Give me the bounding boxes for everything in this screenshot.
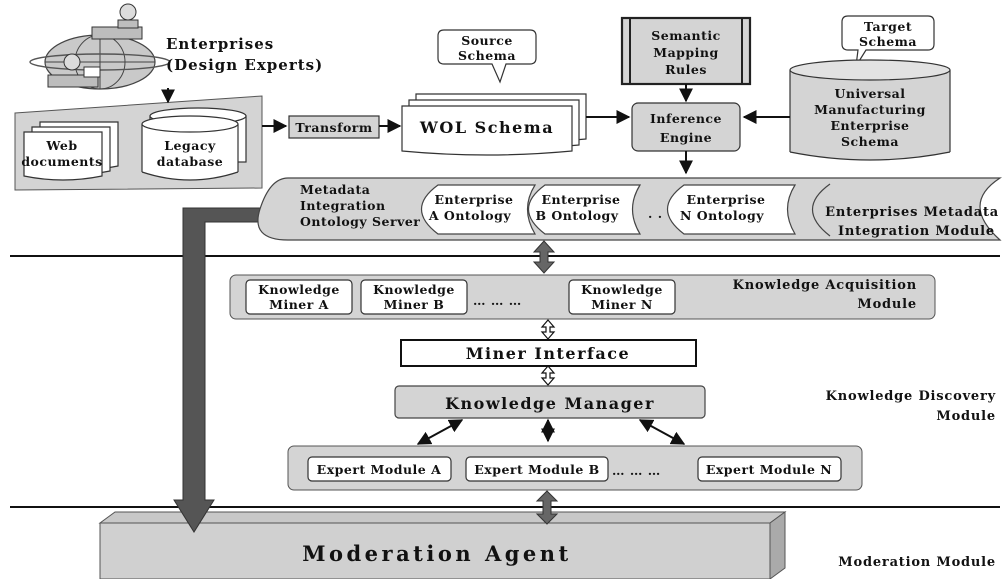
enterprises-label-line1: Enterprises [166, 35, 274, 53]
expert-dots: … … … [612, 463, 661, 478]
inference-engine-line2: Engine [660, 130, 712, 145]
miner-interface-label: Miner Interface [466, 344, 630, 363]
metadata-to-acquisition-double-arrow [532, 240, 556, 274]
enterprises-globe-icon [29, 3, 171, 90]
wol-schema-label: WOL Schema [419, 118, 554, 137]
module-label-metadata-line1: Enterprises Metadata [825, 205, 999, 220]
legacy-database-line2: database [157, 154, 224, 169]
transform-box: Transform [288, 115, 380, 139]
module-label-moderation: Moderation Module [838, 555, 996, 570]
universal-schema-cylinder: Universal Manufacturing Enterprise Schem… [789, 59, 951, 161]
web-documents-line1: Web [45, 138, 77, 153]
miner-b-line2: Miner B [384, 297, 445, 312]
knowledge-manager: Knowledge Manager [394, 385, 706, 419]
legacy-database: Legacy database [141, 107, 247, 181]
source-schema-callout: Source Schema [437, 29, 537, 84]
module-label-acquisition-line2: Module [857, 297, 917, 312]
web-documents: Web documents [21, 121, 119, 181]
target-schema-line1: Target [864, 19, 912, 34]
moderation-agent: Moderation Agent [98, 511, 787, 579]
enterprise-to-moderation-arrow [173, 196, 289, 533]
inference-engine: Inference Engine [631, 102, 741, 152]
ontology-end-curve [812, 183, 831, 237]
knowledge-miner-b: Knowledge Miner B [360, 279, 468, 315]
moderation-agent-label: Moderation Agent [302, 541, 572, 566]
transform-label: Transform [295, 120, 372, 135]
module-label-discovery-line2: Module [936, 409, 996, 424]
metadata-server-line3: Ontology Server [300, 214, 420, 229]
ontology-n: Enterprise N Ontology [667, 184, 797, 235]
module-label-metadata-line2: Integration Module [838, 224, 995, 239]
expert-module-a: Expert Module A [307, 456, 452, 482]
interface-to-manager-double-arrow [540, 365, 556, 386]
ontology-a: Enterprise A Ontology [421, 184, 537, 235]
semantic-mapping-line3: Rules [665, 62, 707, 77]
acquisition-to-interface-double-arrow [540, 319, 556, 340]
knowledge-miner-a: Knowledge Miner A [245, 279, 353, 315]
miner-n-line2: Miner N [591, 297, 653, 312]
expert-module-n: Expert Module N [697, 456, 842, 482]
module-label-discovery-line1: Knowledge Discovery [826, 389, 996, 404]
expert-module-b-label: Expert Module B [474, 462, 600, 477]
source-schema-line2: Schema [458, 48, 516, 63]
ontology-b-line2: B Ontology [535, 208, 618, 223]
miner-a-line2: Miner A [269, 297, 329, 312]
metadata-server-line2: Integration [300, 198, 386, 213]
manager-expert-a-arrow [416, 419, 464, 445]
module-label-acquisition-line1: Knowledge Acquisition [733, 278, 917, 293]
ontology-n-line1: Enterprise [687, 192, 766, 207]
universal-schema-line1: Universal [835, 86, 906, 101]
target-schema-line2: Schema [859, 34, 917, 49]
ontology-n-line2: N Ontology [680, 208, 764, 223]
metadata-server-line1: Metadata [300, 182, 370, 197]
expert-module-n-label: Expert Module N [706, 462, 832, 477]
miner-b-line1: Knowledge [373, 282, 455, 297]
expert-module-a-label: Expert Module A [317, 462, 442, 477]
semantic-mapping-line1: Semantic [651, 28, 721, 43]
target-schema-callout: Target Schema [841, 15, 935, 67]
universal-schema-line4: Schema [841, 134, 899, 149]
miner-interface: Miner Interface [400, 339, 697, 367]
ontology-a-line2: A Ontology [428, 208, 511, 223]
ontology-b-line1: Enterprise [542, 192, 621, 207]
legacy-database-line1: Legacy [164, 138, 216, 153]
source-schema-line1: Source [461, 33, 513, 48]
semantic-mapping-rules: Semantic Mapping Rules [620, 16, 752, 86]
ontology-b: Enterprise B Ontology [528, 184, 642, 235]
experts-to-moderation-double-arrow [535, 490, 559, 525]
ontology-dots: . . [648, 206, 663, 221]
expert-module-b: Expert Module B [465, 456, 609, 482]
miner-n-line1: Knowledge [581, 282, 663, 297]
miner-dots: … … … [473, 293, 522, 308]
miner-a-line1: Knowledge [258, 282, 340, 297]
ontology-a-line1: Enterprise [435, 192, 514, 207]
manager-expert-n-arrow [638, 419, 686, 445]
inference-engine-line1: Inference [650, 111, 722, 126]
knowledge-miner-n: Knowledge Miner N [568, 279, 676, 315]
web-documents-line2: documents [21, 154, 102, 169]
universal-schema-line3: Enterprise [831, 118, 910, 133]
universal-schema-line2: Manufacturing [814, 102, 926, 117]
enterprises-label-line2: (Design Experts) [166, 56, 323, 74]
semantic-mapping-line2: Mapping [653, 45, 719, 60]
wol-schema: WOL Schema [401, 93, 587, 156]
knowledge-manager-label: Knowledge Manager [445, 394, 655, 413]
